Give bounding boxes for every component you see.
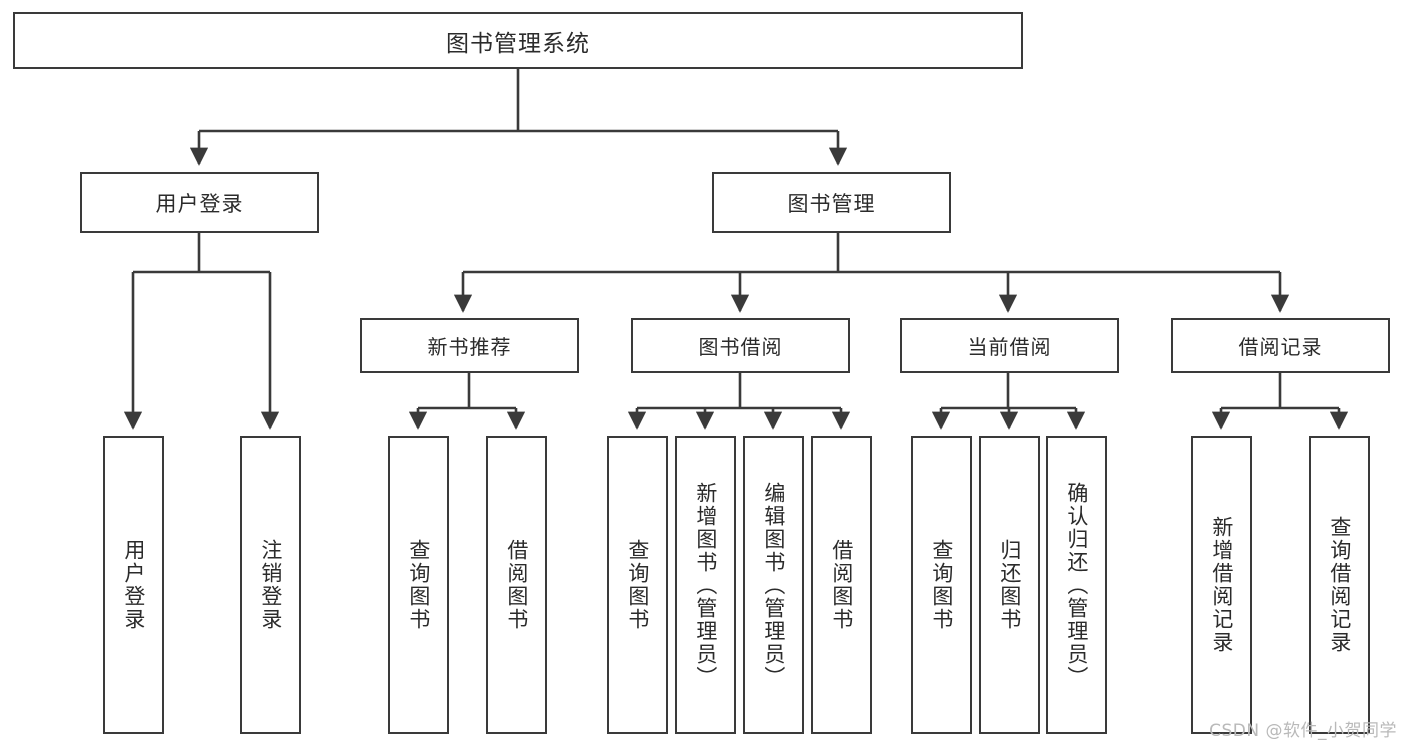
node-leaf-add-book-label: 新增图书（管理员） xyxy=(693,481,718,689)
node-leaf-borrow-book-1-label: 借阅图书 xyxy=(504,539,529,631)
node-borrow-record[interactable]: 借阅记录 xyxy=(1171,318,1390,373)
node-leaf-query-book-1[interactable]: 查询图书 xyxy=(388,436,449,734)
node-leaf-borrow-book-2-label: 借阅图书 xyxy=(829,539,854,631)
node-leaf-user-login[interactable]: 用户登录 xyxy=(103,436,164,734)
node-book-manage-label: 图书管理 xyxy=(787,191,876,216)
node-leaf-user-login-label: 用户登录 xyxy=(121,539,146,631)
node-current-borrow-label: 当前借阅 xyxy=(967,335,1052,359)
node-user-login-label: 用户登录 xyxy=(155,191,244,216)
node-leaf-query-book-1-label: 查询图书 xyxy=(406,539,431,631)
node-leaf-return-book[interactable]: 归还图书 xyxy=(979,436,1040,734)
node-leaf-edit-book[interactable]: 编辑图书（管理员） xyxy=(743,436,804,734)
node-leaf-borrow-book-1[interactable]: 借阅图书 xyxy=(486,436,547,734)
node-new-book-recommend-label: 新书推荐 xyxy=(427,335,512,359)
node-book-borrow-label: 图书借阅 xyxy=(698,335,783,359)
node-user-login[interactable]: 用户登录 xyxy=(80,172,319,233)
node-leaf-add-book[interactable]: 新增图书（管理员） xyxy=(675,436,736,734)
node-leaf-query-book-2[interactable]: 查询图书 xyxy=(607,436,668,734)
node-leaf-return-book-label: 归还图书 xyxy=(997,539,1022,631)
node-leaf-confirm-return[interactable]: 确认归还（管理员） xyxy=(1046,436,1107,734)
node-leaf-edit-book-label: 编辑图书（管理员） xyxy=(761,481,786,689)
node-leaf-query-record[interactable]: 查询借阅记录 xyxy=(1309,436,1370,734)
node-new-book-recommend[interactable]: 新书推荐 xyxy=(360,318,579,373)
csdn-watermark: CSDN @软件_小贺同学 xyxy=(1209,721,1397,741)
node-borrow-record-label: 借阅记录 xyxy=(1238,335,1323,359)
node-book-manage[interactable]: 图书管理 xyxy=(712,172,951,233)
node-leaf-query-book-3[interactable]: 查询图书 xyxy=(911,436,972,734)
node-leaf-add-record-label: 新增借阅记录 xyxy=(1209,516,1234,654)
node-leaf-query-record-label: 查询借阅记录 xyxy=(1327,516,1352,654)
node-root[interactable]: 图书管理系统 xyxy=(13,12,1023,69)
node-leaf-logout-label: 注销登录 xyxy=(258,539,283,631)
node-leaf-confirm-return-label: 确认归还（管理员） xyxy=(1064,481,1089,689)
node-leaf-logout[interactable]: 注销登录 xyxy=(240,436,301,734)
node-leaf-query-book-2-label: 查询图书 xyxy=(625,539,650,631)
node-current-borrow[interactable]: 当前借阅 xyxy=(900,318,1119,373)
node-leaf-query-book-3-label: 查询图书 xyxy=(929,539,954,631)
node-root-label: 图书管理系统 xyxy=(446,30,590,57)
node-leaf-add-record[interactable]: 新增借阅记录 xyxy=(1191,436,1252,734)
node-book-borrow[interactable]: 图书借阅 xyxy=(631,318,850,373)
node-leaf-borrow-book-2[interactable]: 借阅图书 xyxy=(811,436,872,734)
